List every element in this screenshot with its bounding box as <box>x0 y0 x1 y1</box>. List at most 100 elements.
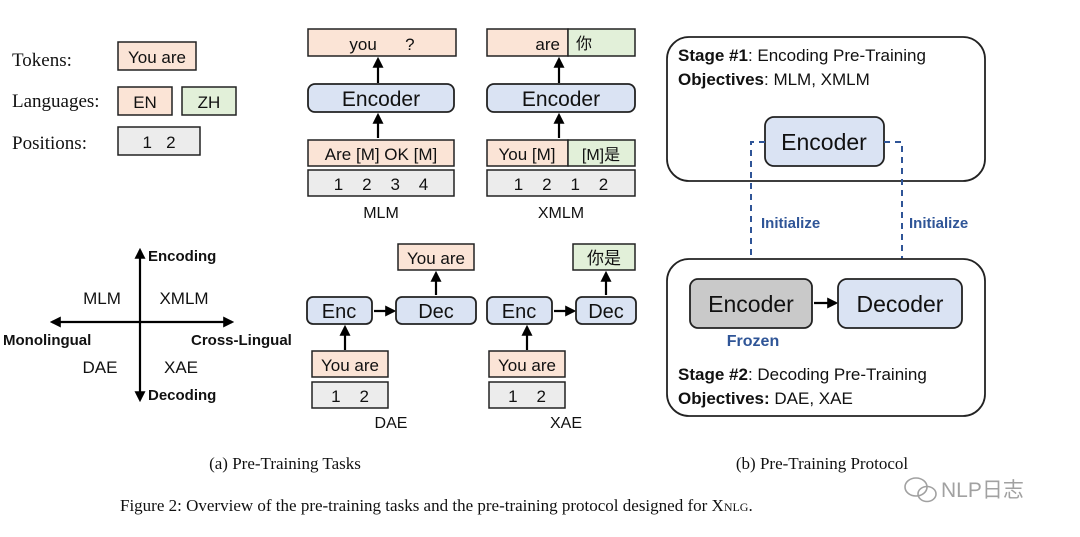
xmlm-task: are 你 Encoder You [M] [M]是 1 2 1 2 XMLM <box>486 28 636 222</box>
protocol-panel: Stage #1: Encoding Pre-Training Objectiv… <box>666 36 986 417</box>
legend-positions-label: Positions: <box>12 133 87 154</box>
xmlm-caption: XMLM <box>538 205 584 222</box>
initialize-arrow-right <box>884 141 907 272</box>
xmlm-encoder-box <box>486 83 636 113</box>
legend-positions-text: 1 2 <box>142 133 175 152</box>
stage2-obj-rest: DAE, XAE <box>770 389 853 408</box>
xmlm-output-zh-box <box>567 28 636 57</box>
xae-positions-text: 1 2 <box>508 387 546 406</box>
xae-output-text: 你是 <box>587 249 621 268</box>
dae-dec-box <box>395 296 477 325</box>
legend-positions-box <box>117 126 201 156</box>
stage2-objectives: Objectives: DAE, XAE <box>678 389 853 408</box>
stage2-title: Stage #2: Decoding Pre-Training <box>678 365 927 384</box>
legend-token-box <box>117 41 197 71</box>
dae-output-text: You are <box>407 249 465 268</box>
legend-languages-label: Languages: <box>12 91 100 112</box>
quadrant-xmlm: XMLM <box>159 289 208 308</box>
figure-caption-nlg: NLG <box>724 500 749 514</box>
legend-token-text: You are <box>128 48 186 67</box>
legend-lang-zh: ZH <box>198 93 221 112</box>
dae-input-box <box>311 350 389 378</box>
initialize-left-label: Initialize <box>761 215 820 232</box>
xae-input-box <box>488 350 566 378</box>
watermark-text: NLP日志 <box>941 479 1024 502</box>
mlm-task: you ? Encoder Are [M] OK [M] 1 2 3 4 MLM <box>307 28 457 222</box>
dae-caption: DAE <box>375 415 408 432</box>
initialize-arrow-left <box>746 141 765 272</box>
stage1-title: Stage #1: Encoding Pre-Training <box>678 46 926 65</box>
stage2-decoder-box <box>837 278 963 329</box>
initialize-right-label: Initialize <box>909 215 968 232</box>
dae-positions-text: 1 2 <box>331 387 369 406</box>
figure-caption: Figure 2: Overview of the pre-training t… <box>120 496 753 515</box>
quadrant-chart: Encoding Decoding Monolingual Cross-Ling… <box>3 247 292 404</box>
legend: Tokens: You are Languages: EN ZH Positio… <box>12 41 237 156</box>
stage1-obj-bold: Objectives <box>678 70 764 89</box>
xmlm-input-en-box <box>486 139 569 167</box>
legend-lang-en-box <box>117 86 173 116</box>
figure-caption-end: . <box>748 496 752 515</box>
xmlm-output-en: are <box>535 35 560 54</box>
xae-output-box <box>572 243 636 271</box>
subcaption-a: (a) Pre-Training Tasks <box>209 454 361 473</box>
mlm-caption: MLM <box>363 205 399 222</box>
xae-dec-box <box>575 296 637 325</box>
quadrant-dae: DAE <box>83 358 118 377</box>
stage1-box <box>666 36 986 182</box>
figure-caption-text: Figure 2: Overview of the pre-training t… <box>120 496 712 515</box>
mlm-input-box <box>307 139 455 167</box>
xae-enc-text: Enc <box>502 301 536 323</box>
legend-lang-en: EN <box>133 93 157 112</box>
stage1-objectives: Objectives: MLM, XMLM <box>678 70 870 89</box>
dae-enc-box <box>306 296 373 325</box>
stage2-title-bold: Stage #2 <box>678 365 748 384</box>
xae-caption: XAE <box>550 415 582 432</box>
xmlm-input-zh-box <box>567 139 636 167</box>
mlm-encoder-box <box>307 83 455 113</box>
stage2-obj-bold: Objectives: <box>678 389 770 408</box>
dae-dec-text: Dec <box>418 301 454 323</box>
stage2-title-rest: : Decoding Pre-Training <box>748 365 927 384</box>
xae-positions-box <box>488 381 566 409</box>
stage1-obj-rest: : MLM, XMLM <box>764 70 870 89</box>
legend-lang-zh-box <box>181 86 237 116</box>
legend-tokens-label: Tokens: <box>12 50 72 71</box>
quadrant-xae: XAE <box>164 358 198 377</box>
frozen-label: Frozen <box>727 333 779 350</box>
axis-right-label: Cross-Lingual <box>191 332 292 349</box>
watermark: NLP日志 <box>904 477 1024 503</box>
mlm-positions-text: 1 2 3 4 <box>334 175 429 194</box>
subcaption-b: (b) Pre-Training Protocol <box>736 454 908 473</box>
mlm-positions-box <box>307 169 455 197</box>
dae-task: You are Enc Dec You are 1 2 DAE <box>306 243 477 432</box>
axis-bottom-label: Decoding <box>148 387 216 404</box>
mlm-output-text: you ? <box>349 35 414 54</box>
xmlm-input-en: You [M] <box>498 145 555 164</box>
xae-dec-text: Dec <box>588 301 624 323</box>
xmlm-positions-text: 1 2 1 2 <box>514 175 609 194</box>
xmlm-positions-box <box>486 169 636 197</box>
dae-output-box <box>397 243 475 271</box>
mlm-input-text: Are [M] OK [M] <box>325 145 437 164</box>
dae-positions-box <box>311 381 389 409</box>
figure-caption-x: X <box>712 496 724 515</box>
xae-input-text: You are <box>498 356 556 375</box>
axis-left-label: Monolingual <box>3 332 91 349</box>
stage1-title-rest: : Encoding Pre-Training <box>748 46 926 65</box>
axis-top-label: Encoding <box>148 248 216 265</box>
quadrant-mlm: MLM <box>83 289 121 308</box>
dae-enc-text: Enc <box>322 301 356 323</box>
mlm-encoder-text: Encoder <box>342 88 420 111</box>
dae-input-text: You are <box>321 356 379 375</box>
xmlm-output-zh: 你 <box>576 35 592 53</box>
stage2-decoder-text: Decoder <box>857 291 944 317</box>
stage1-encoder-text: Encoder <box>781 129 867 155</box>
xae-enc-box <box>486 296 553 325</box>
stage2-encoder-text: Encoder <box>708 291 794 317</box>
stage2-encoder-box <box>689 278 813 329</box>
xmlm-input-zh: [M]是 <box>582 147 620 164</box>
wechat-icon <box>904 477 937 503</box>
mlm-output-box <box>307 28 457 57</box>
